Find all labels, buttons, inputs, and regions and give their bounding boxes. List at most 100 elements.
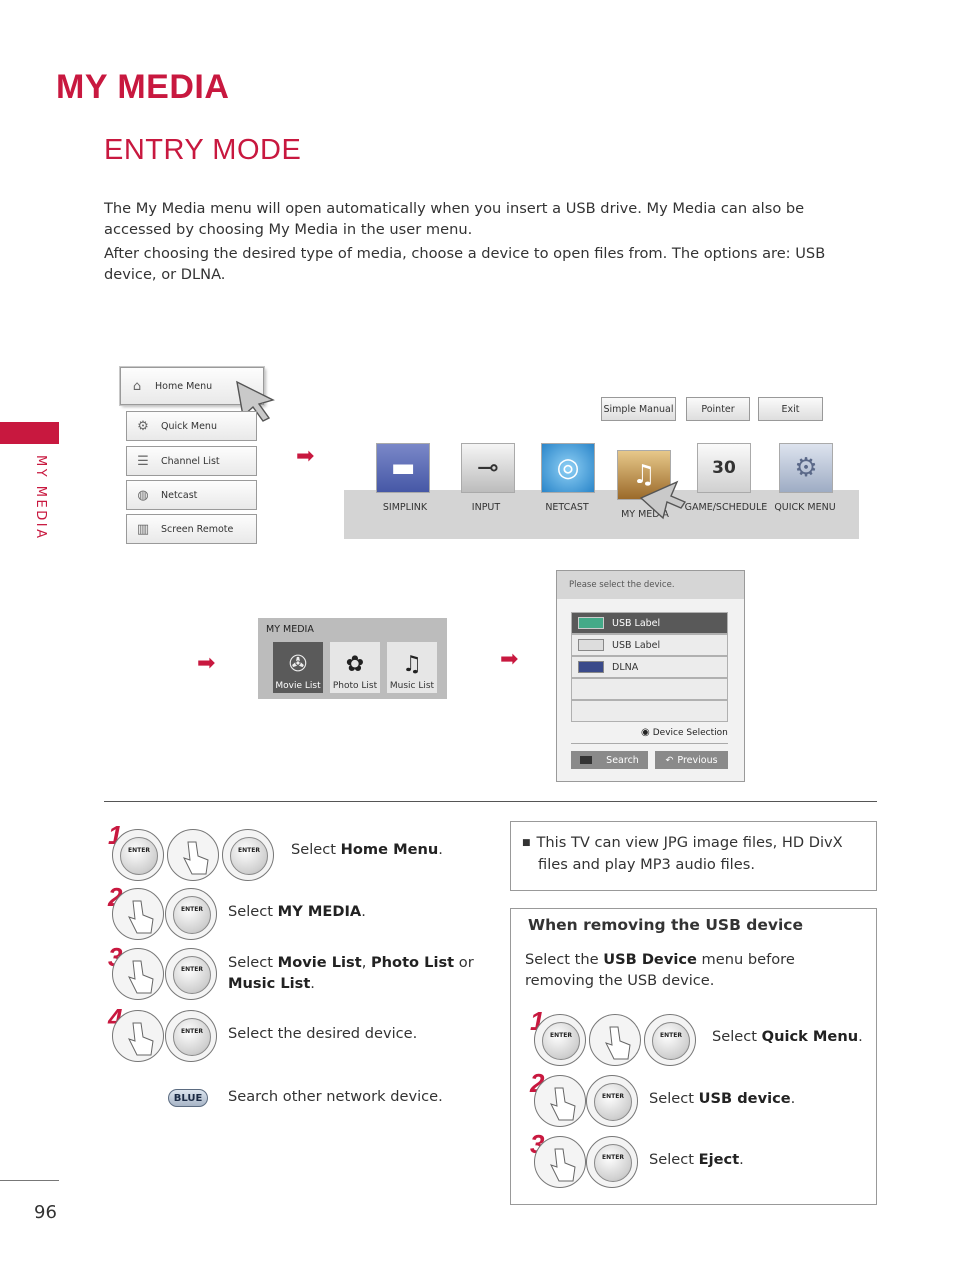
menu-item-label: Home Menu	[155, 380, 213, 392]
enter-label: ENTER	[230, 837, 268, 875]
enter-button-icon: ENTER	[586, 1075, 638, 1127]
quick-menu-gear-icon[interactable]: ⚙	[779, 443, 833, 493]
divider	[571, 743, 728, 744]
usb-drive-icon	[578, 617, 604, 629]
home-label-game-schedule: GAME/SCHEDULE	[684, 502, 768, 513]
back-icon: ↶	[665, 754, 674, 766]
page-number: 96	[34, 1202, 57, 1223]
film-reel-icon: ✇	[288, 652, 308, 677]
enter-label: ENTER	[173, 1018, 211, 1056]
step-2-text: Select MY MEDIA.	[228, 903, 366, 920]
gear-icon: ⚙	[137, 418, 149, 434]
simplink-icon[interactable]: ▬	[376, 443, 430, 493]
flow-arrow-icon: ➡	[197, 651, 216, 676]
dlna-icon	[578, 661, 604, 673]
exit-button[interactable]: Exit	[758, 397, 823, 421]
hint-label: Device Selection	[652, 727, 728, 738]
menu-item-quick-menu[interactable]: ⚙ Quick Menu	[126, 411, 257, 441]
enter-button-icon: ENTER	[644, 1014, 696, 1066]
removal-step-2-text: Select USB device.	[649, 1090, 796, 1107]
music-list-tile[interactable]: ♫ Music List	[387, 642, 437, 693]
enter-label: ENTER	[594, 1144, 632, 1182]
flow-arrow-icon: ➡	[500, 647, 519, 672]
home-label-input: INPUT	[471, 502, 501, 513]
tile-label: Photo List	[332, 681, 378, 691]
calendar-icon[interactable]: 30	[697, 443, 751, 493]
menu-item-label: Netcast	[161, 489, 198, 501]
pointer-wheel-icon	[534, 1075, 586, 1127]
photo-list-tile[interactable]: ✿ Photo List	[330, 642, 380, 693]
page-title: MY MEDIA	[56, 68, 230, 106]
device-row-usb[interactable]: USB Label	[571, 634, 728, 656]
home-label-simplink: SIMPLINK	[382, 502, 428, 513]
home-label-my-media: MY MEDIA	[621, 509, 669, 520]
menu-item-screen-remote[interactable]: ▥ Screen Remote	[126, 514, 257, 544]
device-row-empty	[571, 700, 728, 722]
bullet-icon: ■	[522, 838, 531, 848]
pointer-wheel-icon	[534, 1136, 586, 1188]
enter-label: ENTER	[120, 837, 158, 875]
tile-label: Music List	[389, 681, 435, 691]
flower-photo-icon: ✿	[345, 652, 365, 677]
pointer-button[interactable]: Pointer	[686, 397, 750, 421]
my-media-panel-title: MY MEDIA	[266, 624, 314, 635]
enter-label: ENTER	[173, 956, 211, 994]
intro-line: device, or DLNA.	[104, 265, 226, 283]
pointer-wheel-icon	[112, 888, 164, 940]
enter-label: ENTER	[594, 1083, 632, 1121]
enter-button-icon: ENTER	[165, 948, 217, 1000]
netcast-globe-icon[interactable]: ◎	[541, 443, 595, 493]
note-box	[510, 821, 877, 891]
pointer-wheel-icon	[589, 1014, 641, 1066]
movie-list-tile[interactable]: ✇ Movie List	[273, 642, 323, 693]
enter-button-icon: ENTER	[165, 888, 217, 940]
step-3-text: Select Movie List, Photo List or Music L…	[228, 954, 474, 992]
enter-button-icon: ENTER	[222, 829, 274, 881]
device-row-dlna[interactable]: DLNA	[571, 656, 728, 678]
enter-label: ENTER	[173, 896, 211, 934]
input-icon[interactable]: ⊸	[461, 443, 515, 493]
home-label-quick-menu: QUICK MENU	[774, 502, 836, 513]
step-1-text: Select Home Menu.	[291, 841, 443, 858]
button-label: Search	[606, 754, 639, 766]
globe-icon: ◍	[137, 487, 149, 503]
ok-circle-icon: ◉	[641, 727, 650, 738]
device-selection-hint: ◉ Device Selection	[641, 727, 728, 738]
enter-button-icon: ENTER	[534, 1014, 586, 1066]
menu-item-label: Quick Menu	[161, 420, 217, 432]
home-icon: ⌂	[132, 378, 142, 394]
search-button[interactable]: Search	[571, 751, 648, 769]
intro-paragraph: The My Media menu will open automaticall…	[104, 199, 874, 285]
remote-icon: ▥	[136, 521, 150, 537]
usb-removal-box	[510, 908, 877, 1205]
usb-removal-intro: Select the USB Device menu before removi…	[525, 951, 795, 989]
previous-button[interactable]: ↶ Previous	[655, 751, 728, 769]
device-panel-header: Please select the device.	[557, 571, 744, 599]
removal-step-3-text: Select Eject.	[649, 1151, 744, 1168]
button-label: Previous	[677, 754, 718, 766]
side-section-label: MY MEDIA	[33, 455, 48, 541]
step-blue-text: Search other network device.	[228, 1088, 443, 1105]
note-text: ■This TV can view JPG image files, HD Di…	[522, 834, 843, 873]
menu-item-channel-list[interactable]: ☰ Channel List	[126, 446, 257, 476]
intro-line: accessed by choosing My Media in the use…	[104, 220, 473, 238]
enter-label: ENTER	[652, 1022, 690, 1060]
device-row-usb[interactable]: USB Label	[571, 612, 728, 634]
menu-item-netcast[interactable]: ◍ Netcast	[126, 480, 257, 510]
usb-removal-title: When removing the USB device	[528, 916, 804, 934]
flow-arrow-icon: ➡	[296, 444, 315, 469]
tile-label: Movie List	[275, 681, 321, 691]
intro-line: After choosing the desired type of media…	[104, 245, 826, 262]
pointer-wheel-icon	[112, 1010, 164, 1062]
menu-item-label: Channel List	[161, 455, 220, 467]
pointer-cursor-icon	[639, 480, 687, 520]
intro-line: The My Media menu will open automaticall…	[104, 200, 805, 217]
simple-manual-button[interactable]: Simple Manual	[601, 397, 676, 421]
music-note-icon: ♫	[402, 652, 422, 677]
section-divider	[104, 801, 877, 802]
channel-list-icon: ☰	[137, 453, 149, 469]
usb-drive-icon	[578, 639, 604, 651]
blue-key-icon: BLUE	[168, 1089, 208, 1107]
enter-label: ENTER	[542, 1022, 580, 1060]
section-title: ENTRY MODE	[104, 134, 302, 166]
